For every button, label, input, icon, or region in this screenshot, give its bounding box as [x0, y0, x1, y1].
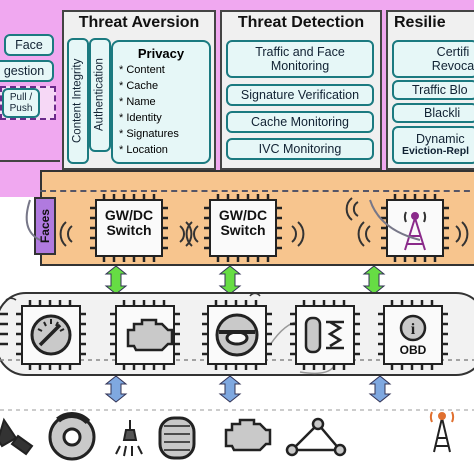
face-tab[interactable]: Face [4, 34, 54, 56]
chip-pins [90, 194, 449, 262]
signature-verification: Signature Verification [226, 84, 374, 106]
antenna-icon [429, 411, 455, 453]
network-chips [25, 194, 469, 262]
resilience-title: Resilie [394, 14, 446, 31]
certificate-revocation: Certifi Revoca [392, 40, 474, 78]
ecu-chips: i [0, 292, 474, 374]
privacy-item: * Location [119, 144, 168, 156]
network-link [369, 199, 421, 241]
suspension-icon [304, 316, 344, 354]
traffic-blocking: Traffic Blo [392, 80, 474, 100]
dynamic-eviction: Dynamic Eviction-Repl [392, 126, 474, 164]
traffic-face-monitoring: Traffic and Face Monitoring [226, 40, 374, 78]
seat-icon [0, 417, 34, 456]
left-connector-line [0, 160, 60, 162]
pull-push-tab[interactable]: Pull / Push [2, 88, 40, 118]
gateway-switch-label: GW/DC Switch [104, 207, 154, 239]
network-link [25, 199, 41, 241]
eviction-line: Eviction-Repl [402, 145, 470, 158]
privacy-item: * Content [119, 64, 165, 76]
obd-label: OBD [399, 343, 427, 357]
info-obd-icon: i [399, 314, 427, 342]
steering-wheel-icon [215, 313, 259, 357]
engine-icon [126, 318, 174, 352]
tire-icon [158, 416, 196, 460]
blacklist: Blackli [392, 103, 474, 123]
privacy-item: * Identity [119, 112, 162, 124]
privacy-item: * Name [119, 96, 156, 108]
sensor-arrows [104, 375, 392, 403]
wireless-signal-icon [59, 197, 469, 247]
cache-monitoring: Cache Monitoring [226, 111, 374, 133]
conveyor-icon [285, 417, 347, 457]
privacy-item: * Signatures [119, 128, 179, 140]
sensor-row [0, 409, 474, 461]
privacy-box: Privacy * Content * Cache * Name * Ident… [111, 40, 211, 164]
content-integrity-label: Content Integrity [67, 38, 89, 164]
gateway-switch-label: GW/DC Switch [218, 207, 268, 239]
antenna-tower-icon [403, 211, 427, 251]
threat-aversion-title: Threat Aversion [78, 14, 200, 31]
authentication-label: Authentication [89, 38, 111, 152]
dynamic-line: Dynamic [416, 132, 465, 147]
ivc-monitoring: IVC Monitoring [226, 138, 374, 160]
network-dashed-line [40, 190, 474, 192]
svg-text:i: i [411, 321, 416, 338]
threat-detection-title: Threat Detection [237, 14, 365, 31]
engine-icon [224, 418, 272, 452]
sprayer-icon [115, 420, 143, 457]
privacy-title: Privacy [137, 46, 185, 61]
ingestion-tab[interactable]: gestion [0, 60, 54, 82]
privacy-item: * Cache [119, 80, 159, 92]
ecu-left-wifi [5, 297, 17, 301]
brake-disc-icon [48, 412, 96, 461]
speedometer-icon [30, 314, 72, 356]
